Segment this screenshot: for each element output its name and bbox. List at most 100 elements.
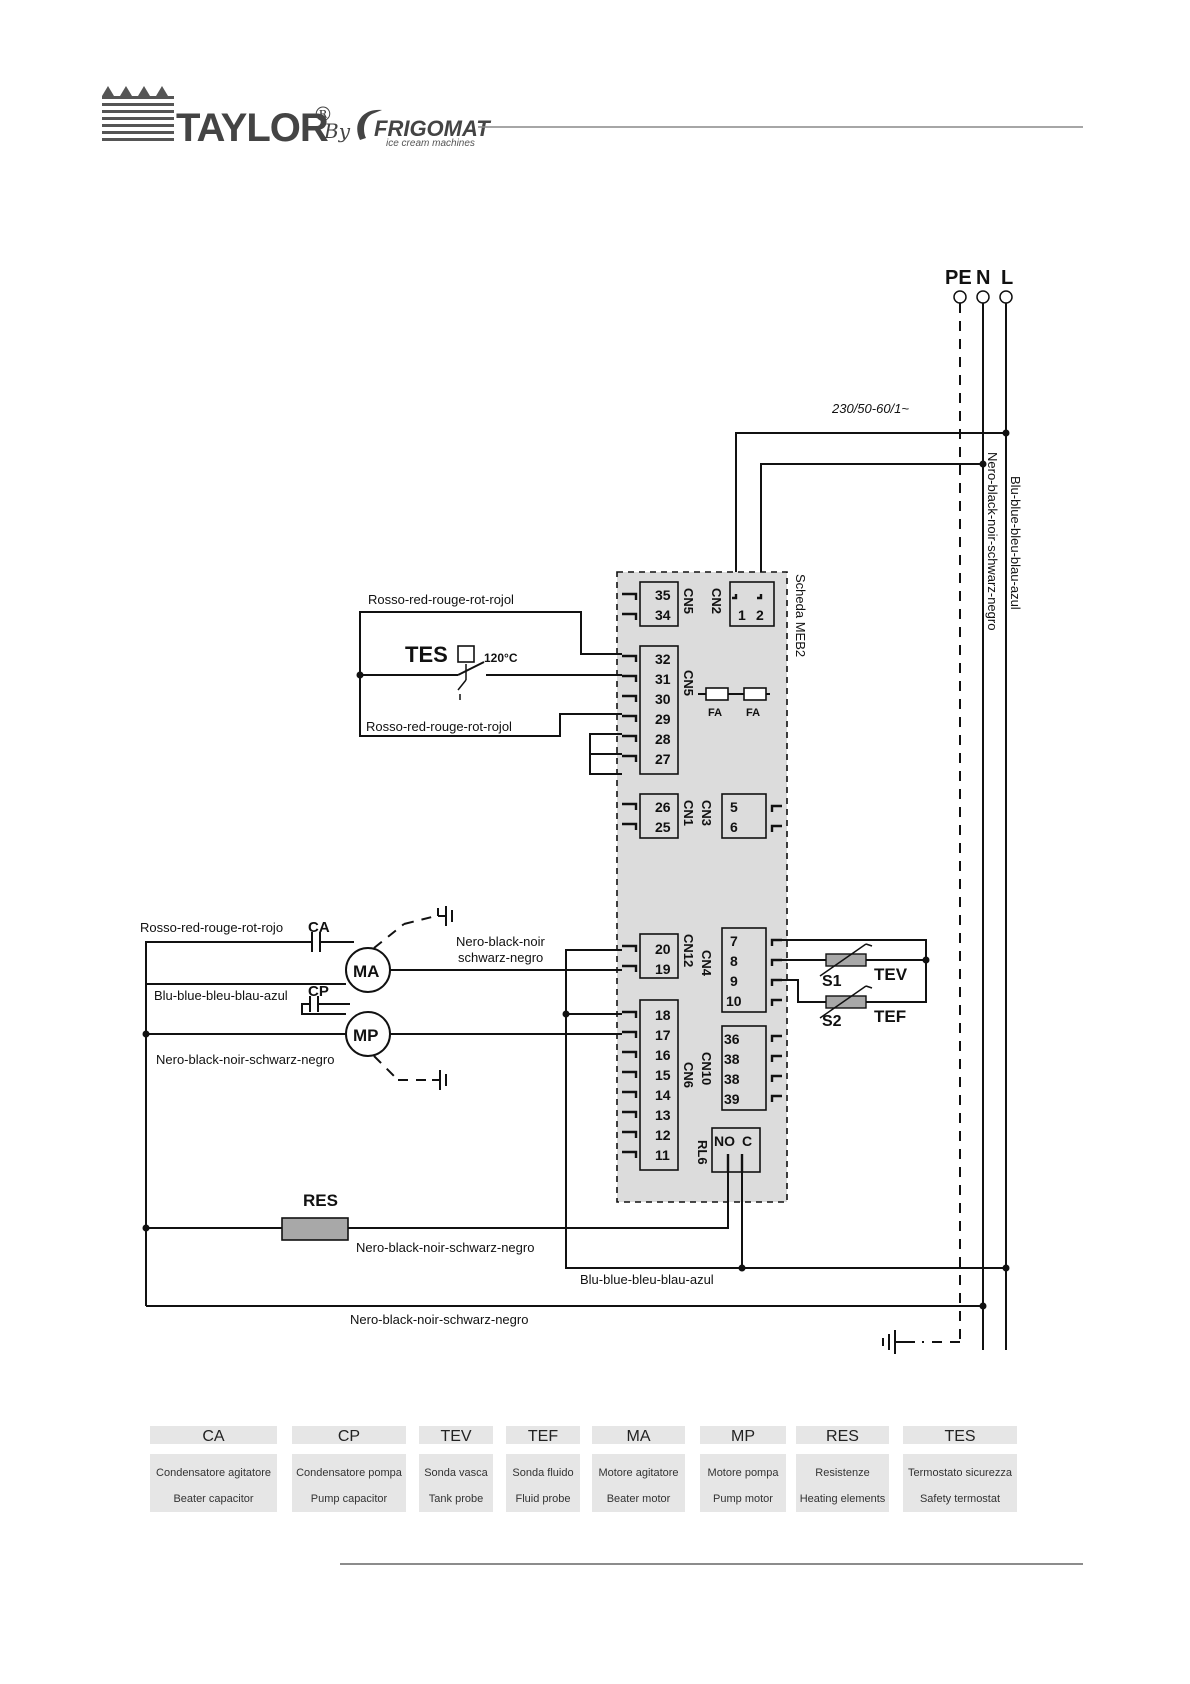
- red-ca-label: Rosso-red-rouge-rot-rojo: [140, 920, 283, 935]
- tef-label: TEF: [874, 1007, 906, 1026]
- s2-label: S2: [822, 1013, 842, 1030]
- wire-cn4-9: [782, 979, 826, 1003]
- svg-text:10: 10: [726, 993, 742, 1009]
- partner-name: FRIGOMAT: [374, 116, 491, 141]
- legend-english: Heating elements: [800, 1493, 886, 1505]
- svg-text:2: 2: [756, 607, 764, 623]
- legend-italian: Motore agitatore: [598, 1467, 678, 1479]
- legend-code: CP: [338, 1428, 360, 1445]
- svg-text:CN5: CN5: [681, 670, 696, 696]
- legend-english: Tank probe: [429, 1493, 483, 1505]
- board-meb2: [616, 571, 788, 1203]
- terminal-pe: [953, 290, 967, 304]
- fuse-1: [705, 687, 729, 701]
- connector-cn1: 26 25 CN1: [622, 793, 696, 839]
- svg-text:38: 38: [724, 1051, 740, 1067]
- black-cn12-label-1: Nero-black-noir: [456, 934, 546, 949]
- svg-text:25: 25: [655, 819, 671, 835]
- legend-code-cell: [796, 1426, 889, 1444]
- ground-mp-icon: [398, 1070, 447, 1090]
- beater-motor-ma: MA: [345, 906, 453, 993]
- fuse-2-label: FA: [746, 707, 760, 719]
- board-name: Scheda MEB2: [793, 574, 808, 657]
- ca-label: CA: [308, 919, 330, 936]
- red-bottom-label: Rosso-red-rouge-rot-rojol: [366, 719, 512, 734]
- legend-code-cell: [700, 1426, 786, 1444]
- connector-cn5: 32 31 30 29 28 27 CN5: [622, 645, 696, 775]
- connector-cn3: 5 6 CN3: [699, 793, 782, 839]
- legend-desc-cell: [292, 1454, 406, 1512]
- svg-text:CN2: CN2: [709, 588, 724, 614]
- legend-code-cell: [506, 1426, 580, 1444]
- svg-text:28: 28: [655, 731, 671, 747]
- heating-element-res: RES: [281, 1191, 349, 1241]
- svg-text:13: 13: [655, 1107, 671, 1123]
- thermostat-bulb-icon: [457, 645, 475, 663]
- fuse-2: [743, 687, 767, 701]
- legend-english: Fluid probe: [515, 1493, 570, 1505]
- l-wire-label: Blu-blue-bleu-blau-azul: [1008, 476, 1023, 610]
- connector-cn2: 1 2 CN2: [709, 581, 775, 627]
- pump-motor-mp: MP: [345, 1011, 447, 1090]
- legend-code: TEF: [528, 1428, 558, 1445]
- legend-english: Safety termostat: [920, 1493, 1000, 1505]
- svg-text:27: 27: [655, 751, 671, 767]
- svg-text:8: 8: [730, 953, 738, 969]
- blue-bottom-label: Blu-blue-bleu-blau-azul: [580, 1272, 714, 1287]
- svg-text:20: 20: [655, 941, 671, 957]
- terminal-l-label: L: [1001, 267, 1013, 289]
- cp-label: CP: [308, 983, 329, 1000]
- wire-probe-common: [866, 960, 927, 1003]
- connector-cn12: 20 19 CN12: [622, 933, 696, 979]
- legend-english: Beater capacitor: [173, 1493, 253, 1505]
- legend-code: CA: [202, 1428, 225, 1445]
- terminal-pe-label: PE: [945, 267, 972, 289]
- svg-text:CN12: CN12: [681, 934, 696, 967]
- svg-text:16: 16: [655, 1047, 671, 1063]
- legend-desc-cell: [506, 1454, 580, 1512]
- legend-code: TEV: [440, 1428, 471, 1445]
- red-top-label: Rosso-red-rouge-rot-rojol: [368, 592, 514, 607]
- legend-code-cell: [419, 1426, 493, 1444]
- crown-icon: [102, 86, 174, 141]
- svg-text:RL6: RL6: [695, 1140, 710, 1165]
- svg-text:36: 36: [724, 1031, 740, 1047]
- probe-s2-tef: S2 TEF: [819, 985, 906, 1030]
- wire-l-to-cn2: [735, 432, 1006, 594]
- svg-text:CN1: CN1: [681, 800, 696, 826]
- legend-code: MA: [627, 1428, 651, 1445]
- ground-ma-icon: [403, 906, 453, 926]
- capacitor-ca: CA: [308, 919, 330, 952]
- connector-cn5-top: 35 34 CN5: [622, 581, 696, 627]
- legend-english: Pump motor: [713, 1493, 773, 1505]
- legend-code-cell: [292, 1426, 406, 1444]
- blue-ma-label: Blu-blue-bleu-blau-azul: [154, 988, 288, 1003]
- relay-rl6: NO C RL6: [695, 1127, 761, 1173]
- svg-text:CN6: CN6: [681, 1062, 696, 1088]
- wire-n-to-cn2: [760, 463, 983, 594]
- svg-text:26: 26: [655, 799, 671, 815]
- terminal-n: [976, 290, 990, 304]
- mp-ground-link: [373, 1055, 399, 1081]
- legend-english: Pump capacitor: [311, 1493, 388, 1505]
- legend-italian: Sonda vasca: [424, 1467, 488, 1479]
- frigomat-swirl-icon: [357, 109, 382, 140]
- taylor-logo: TAYLOR ® By FRIGOMAT ice cream machines: [102, 86, 1083, 150]
- svg-text:29: 29: [655, 711, 671, 727]
- black-mp-label: Nero-black-noir-schwarz-negro: [156, 1052, 334, 1067]
- svg-text:34: 34: [655, 607, 671, 623]
- wire-red-top: [359, 611, 622, 675]
- brand-name: TAYLOR: [176, 106, 329, 150]
- fuse-1-label: FA: [708, 707, 722, 719]
- svg-text:CN10: CN10: [699, 1052, 714, 1085]
- legend-desc-cell: [700, 1454, 786, 1512]
